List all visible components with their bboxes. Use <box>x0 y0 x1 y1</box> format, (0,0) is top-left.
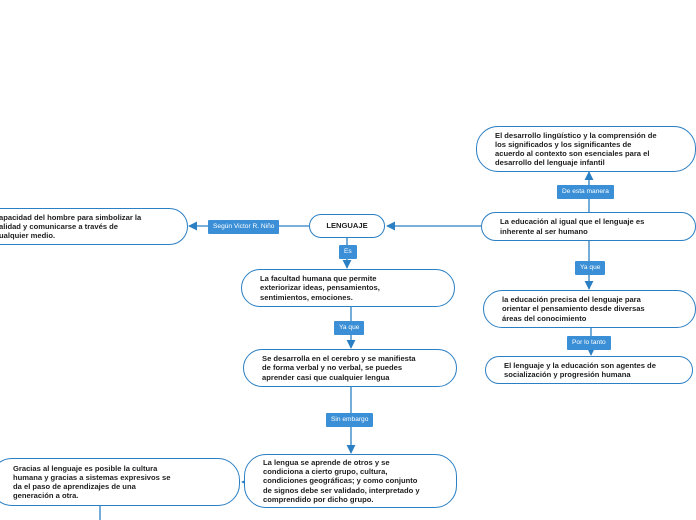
node-educacion-inherente[interactable]: La educación al igual que el lenguaje es… <box>481 212 696 241</box>
node-educacion-inherente-text: La educación al igual que el lenguaje es… <box>500 217 645 236</box>
node-desarrollo-linguistico[interactable]: El desarrollo lingüístico y la comprensi… <box>476 126 696 172</box>
node-facultad-text: La facultad humana que permite exteriori… <box>260 274 380 302</box>
node-aprende-otros[interactable]: La lengua se aprende de otros y se condi… <box>244 454 457 508</box>
node-cultura[interactable]: Gracias al lenguaje es posible la cultur… <box>0 458 240 506</box>
node-definicion-nino-text: apacidad del hombre para simbolizar la a… <box>0 212 142 241</box>
label-sin-embargo: Sin embargo <box>326 413 374 427</box>
node-lenguaje-text: LENGUAJE <box>326 221 368 231</box>
node-cerebro[interactable]: Se desarrolla en el cerebro y se manifie… <box>243 349 457 387</box>
node-agentes[interactable]: El lenguaje y la educación son agentes d… <box>485 356 693 384</box>
node-lenguaje[interactable]: LENGUAJE <box>309 214 385 238</box>
label-ya-que-2: Ya que <box>575 261 606 275</box>
node-agentes-text: El lenguaje y la educación son agentes d… <box>504 360 656 379</box>
node-cultura-text: Gracias al lenguaje es posible la cultur… <box>13 463 171 501</box>
label-ya-que-1: Ya que <box>334 321 365 335</box>
label-segun: Según Victor R. Niño <box>208 220 280 234</box>
node-aprende-otros-text: La lengua se aprende de otros y se condi… <box>263 457 420 504</box>
node-desarrollo-linguistico-text: El desarrollo lingüístico y la comprensi… <box>495 130 657 168</box>
label-de-esta-manera: De esta manera <box>557 185 614 199</box>
node-facultad[interactable]: La facultad humana que permite exteriori… <box>241 269 455 307</box>
node-educacion-precisa[interactable]: la educación precisa del lenguaje para o… <box>483 290 696 328</box>
node-cerebro-text: Se desarrolla en el cerebro y se manifie… <box>262 354 416 382</box>
label-por-lo-tanto: Por lo tanto <box>567 336 611 350</box>
label-es: Es <box>339 245 357 259</box>
node-educacion-precisa-text: la educación precisa del lenguaje para o… <box>502 295 645 323</box>
node-definicion-nino[interactable]: apacidad del hombre para simbolizar la a… <box>0 208 188 245</box>
